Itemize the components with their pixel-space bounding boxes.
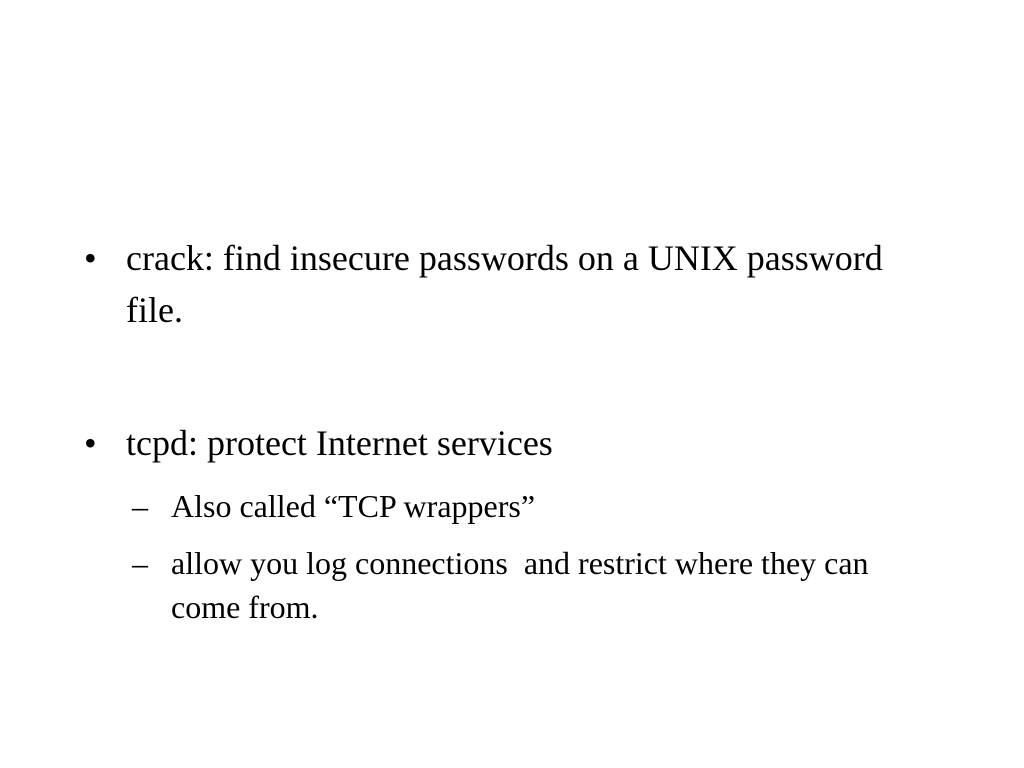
- dash-icon: –: [132, 545, 148, 581]
- bullet-item-tcpd: • tcpd: protect Internet services: [84, 417, 914, 469]
- bullet-icon: •: [84, 423, 97, 463]
- sub-item-tcp-wrappers: – Also called “TCP wrappers”: [132, 484, 912, 528]
- dash-icon: –: [132, 488, 148, 524]
- bullet-text: tcpd: protect Internet services: [126, 423, 553, 463]
- bullet-icon: •: [84, 238, 97, 278]
- bullet-item-crack: • crack: find insecure passwords on a UN…: [84, 232, 914, 336]
- sub-item-text: allow you log connections and restrict w…: [171, 545, 877, 625]
- sub-item-text: Also called “TCP wrappers”: [171, 488, 536, 524]
- sub-item-log-connections: – allow you log connections and restrict…: [132, 541, 912, 629]
- bullet-text: crack: find insecure passwords on a UNIX…: [126, 238, 883, 330]
